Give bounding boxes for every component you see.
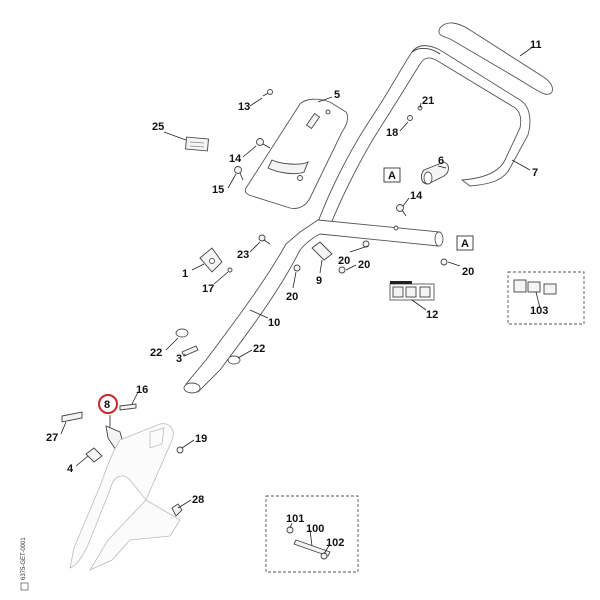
callout-20a: 20	[286, 291, 298, 303]
callout-labels: 11 5 21 18 25 13 14 15 6 7 14 23 1 17 20…	[46, 39, 548, 549]
callout-13: 13	[238, 101, 250, 113]
callout-6: 6	[438, 155, 444, 167]
callout-14b: 14	[410, 190, 423, 202]
callout-10: 10	[268, 317, 280, 329]
reference-box-a-2	[456, 235, 474, 251]
callout-20c: 20	[358, 259, 370, 271]
callout-25: 25	[152, 121, 164, 133]
callout-101: 101	[286, 513, 304, 525]
callout-28: 28	[192, 494, 204, 506]
callout-7: 7	[532, 167, 538, 179]
reference-a-2: A	[461, 238, 469, 250]
kit-box-100	[265, 495, 359, 573]
callout-20d: 20	[462, 266, 474, 278]
clamp-9	[311, 241, 333, 261]
label-sticker-25	[185, 136, 209, 152]
callout-23: 23	[237, 249, 249, 261]
callout-103: 103	[530, 305, 548, 317]
callout-22a: 22	[150, 347, 162, 359]
callout-8: 8	[104, 399, 110, 411]
deck-bracket	[69, 423, 181, 571]
callout-11: 11	[530, 39, 542, 51]
callout-102: 102	[326, 537, 344, 549]
callout-19: 19	[195, 433, 207, 445]
drawing-code: 6375-GET-0001	[21, 537, 27, 580]
callout-17: 17	[202, 283, 214, 295]
callout-21: 21	[422, 95, 434, 107]
highlight-ring	[98, 394, 118, 414]
callout-18: 18	[386, 127, 398, 139]
callout-5: 5	[334, 89, 340, 101]
drawing-code-mark	[20, 582, 29, 591]
callout-20b: 20	[338, 255, 350, 267]
callout-4: 4	[67, 463, 74, 475]
sleeve-6	[420, 161, 449, 185]
reference-a-1: A	[388, 170, 396, 182]
callout-16: 16	[136, 384, 148, 396]
warning-label-12	[389, 281, 435, 301]
bracket-1	[199, 247, 223, 273]
reference-box-a-1	[383, 167, 401, 183]
callout-12: 12	[426, 309, 438, 321]
callout-14a: 14	[229, 153, 242, 165]
leader-lines	[60, 45, 541, 555]
kit-box-103	[507, 271, 585, 325]
callout-15: 15	[212, 184, 224, 196]
callout-9: 9	[316, 275, 322, 287]
upper-handle-bar	[317, 22, 553, 227]
callout-100: 100	[306, 523, 324, 535]
lower-handle-tube	[183, 219, 444, 394]
cover-plate	[244, 98, 349, 209]
callout-3: 3	[176, 353, 182, 365]
callout-27: 27	[46, 432, 58, 444]
callout-22b: 22	[253, 343, 265, 355]
callout-1: 1	[182, 268, 188, 280]
